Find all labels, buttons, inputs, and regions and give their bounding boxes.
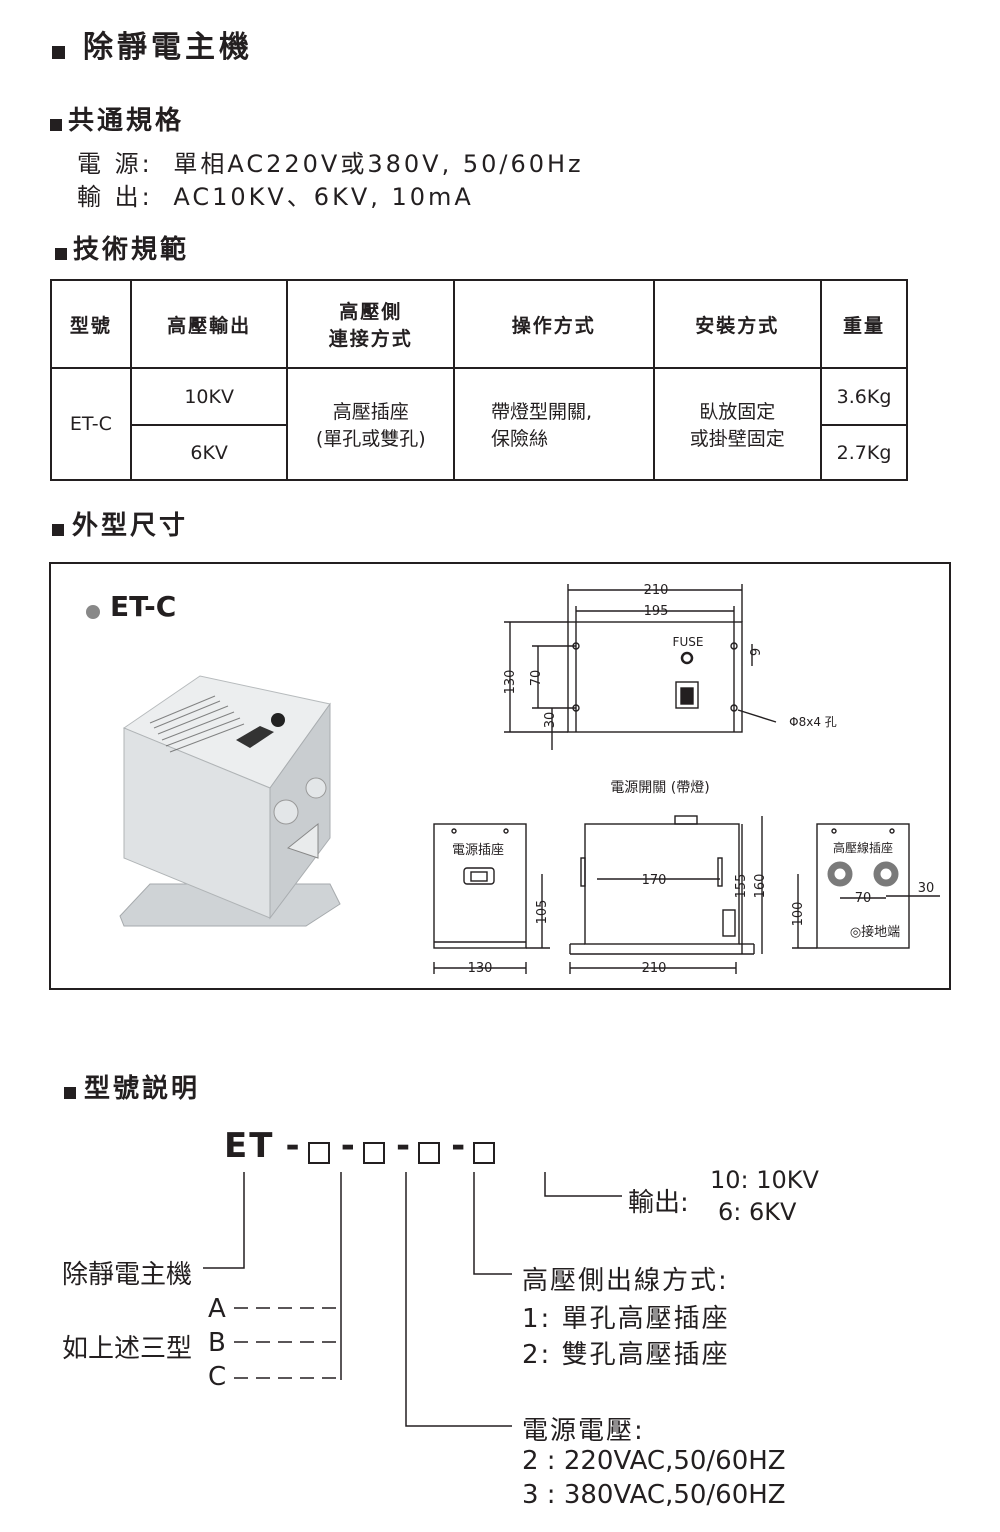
dim-130-width: 130 — [468, 961, 493, 976]
dim-210-bottom: 210 — [642, 961, 667, 976]
th-install: 安裝方式 — [652, 279, 823, 369]
type-c: C — [208, 1362, 227, 1392]
bullet-square-icon — [64, 1086, 76, 1099]
th-connection-line1: 高壓側 — [339, 301, 403, 323]
th-connection-line2: 連接方式 — [328, 328, 413, 350]
model-desc-heading-row: 型號説明 — [64, 1068, 200, 1105]
th-weight: 重量 — [820, 279, 908, 369]
ground-label: ◎接地端 — [850, 924, 900, 940]
code-dash: - — [395, 1126, 413, 1166]
th-model: 型號 — [50, 279, 132, 369]
th-connection: 高壓側 連接方式 — [286, 279, 455, 369]
product-image — [119, 675, 341, 927]
code-box-output — [473, 1141, 496, 1164]
connection-line1: 高壓插座 — [332, 401, 409, 423]
fuse-label: FUSE — [673, 635, 704, 649]
operation-line2: 保險絲 — [491, 428, 549, 450]
volt-opt-3: 3 : 380VAC,50/60HZ — [522, 1480, 786, 1510]
power-value: 單相AC220V或380V, 50/60Hz — [173, 150, 584, 178]
type-a: A — [208, 1294, 226, 1324]
dims-model-row: ET-C — [86, 590, 176, 623]
main-label: 除靜電主機 — [62, 1260, 193, 1290]
three-types-label: 如上述三型 — [62, 1334, 193, 1364]
output-opt-10: 10: 10KV — [710, 1166, 819, 1194]
tech-heading: 技術規範 — [73, 235, 190, 265]
th-output: 高壓輸出 — [129, 279, 289, 369]
power-label: 電 源: — [77, 150, 153, 178]
dim-70: 70 — [529, 670, 544, 687]
bullet-dot-icon — [86, 604, 100, 619]
dims-heading-row: 外型尺寸 — [52, 505, 188, 542]
dims-model-label: ET-C — [110, 590, 177, 623]
dimensions-panel — [49, 562, 951, 990]
dim-105: 105 — [535, 900, 550, 925]
cell-weight-10kv: 3.6Kg — [820, 367, 908, 426]
dim-130-height: 130 — [503, 670, 518, 695]
code-dash: - — [451, 1126, 468, 1166]
dims-heading: 外型尺寸 — [72, 511, 189, 541]
table-header-row: 型號 高壓輸出 高壓側 連接方式 操作方式 安裝方式 重量 — [50, 279, 908, 369]
table-row: ET-C 10KV 高壓插座 (單孔或雙孔) 帶燈型開關, 保險絲 臥放固定 或… — [50, 367, 908, 481]
cell-model: ET-C — [50, 367, 132, 481]
cell-operation: 帶燈型開關, 保險絲 — [453, 367, 655, 481]
technical-drawings: 210 195 130 70 30 9 FUSE Φ8x4 孔 電源開關 (帶燈… — [433, 583, 940, 976]
code-dash: - — [340, 1126, 357, 1166]
dim-9: 9 — [749, 648, 764, 656]
volt-opt-2: 2 : 220VAC,50/60HZ — [522, 1446, 786, 1476]
cell-output-10kv: 10KV — [129, 367, 289, 426]
page-title-row: 除靜電主機 — [52, 22, 253, 66]
operation-line1: 帶燈型開關, — [491, 401, 593, 423]
type-b: B — [208, 1328, 226, 1358]
output-opt-6: 6: 6KV — [718, 1198, 797, 1226]
code-box-hv — [418, 1141, 441, 1164]
th-operation: 操作方式 — [453, 279, 655, 369]
bullet-square-icon — [52, 46, 65, 59]
dim-155: 155 — [734, 874, 749, 899]
dim-170: 170 — [642, 873, 667, 888]
table-row: 6KV 2.7Kg — [51, 424, 908, 481]
spec-table: 型號 高壓輸出 高壓側 連接方式 操作方式 安裝方式 重量 ET-C 10KV … — [50, 279, 908, 481]
switch-label: 電源開關 (帶燈) — [610, 780, 709, 796]
connection-line2: (單孔或雙孔) — [315, 428, 426, 450]
dim-210-top: 210 — [644, 583, 669, 598]
cell-connection: 高壓插座 (單孔或雙孔) — [286, 367, 455, 481]
page-title: 除靜電主機 — [83, 30, 253, 65]
tech-heading-row: 技術規範 — [55, 229, 189, 266]
code-dash: - — [285, 1126, 302, 1166]
model-code: ET - - - - — [224, 1126, 496, 1166]
code-prefix: ET — [224, 1126, 275, 1166]
code-box-voltage — [362, 1141, 385, 1164]
socket-label: 電源插座 — [452, 843, 504, 858]
hv-title: 高壓側出線方式: — [522, 1266, 729, 1296]
bullet-square-icon — [55, 247, 67, 260]
dim-195: 195 — [644, 604, 669, 619]
hv-opt-1: 1: 單孔高壓插座 — [522, 1304, 730, 1334]
cell-weight-6kv: 2.7Kg — [820, 424, 908, 481]
dim-160: 160 — [753, 874, 768, 899]
install-line1: 臥放固定 — [699, 401, 776, 423]
dim-30-hv: 30 — [918, 881, 935, 896]
output-title: 輸出: — [628, 1188, 689, 1218]
hv-opt-2: 2: 雙孔高壓插座 — [522, 1340, 730, 1370]
cell-install: 臥放固定 或掛壁固定 — [652, 367, 823, 481]
dim-70-hv: 70 — [855, 891, 872, 906]
output-spec: 輸 出: AC10KV、6KV, 10mA — [77, 177, 474, 212]
bullet-square-icon — [52, 523, 64, 536]
hv-socket-label: 高壓線插座 — [833, 840, 893, 855]
install-line2: 或掛壁固定 — [689, 428, 785, 450]
model-desc-heading: 型號説明 — [84, 1074, 201, 1104]
output-label: 輸 出: — [77, 183, 153, 211]
cell-output-6kv: 6KV — [129, 424, 289, 481]
dim-30: 30 — [543, 712, 558, 729]
code-box-type — [307, 1141, 330, 1164]
dim-100: 100 — [791, 902, 806, 927]
volt-title: 電源電壓: — [522, 1416, 645, 1446]
common-heading: 共通規格 — [68, 106, 185, 136]
output-value: AC10KV、6KV, 10mA — [173, 183, 474, 211]
hole-label: Φ8x4 孔 — [789, 715, 837, 729]
power-spec: 電 源: 單相AC220V或380V, 50/60Hz — [77, 144, 584, 179]
bullet-square-icon — [50, 118, 62, 131]
common-heading-row: 共通規格 — [50, 100, 184, 137]
